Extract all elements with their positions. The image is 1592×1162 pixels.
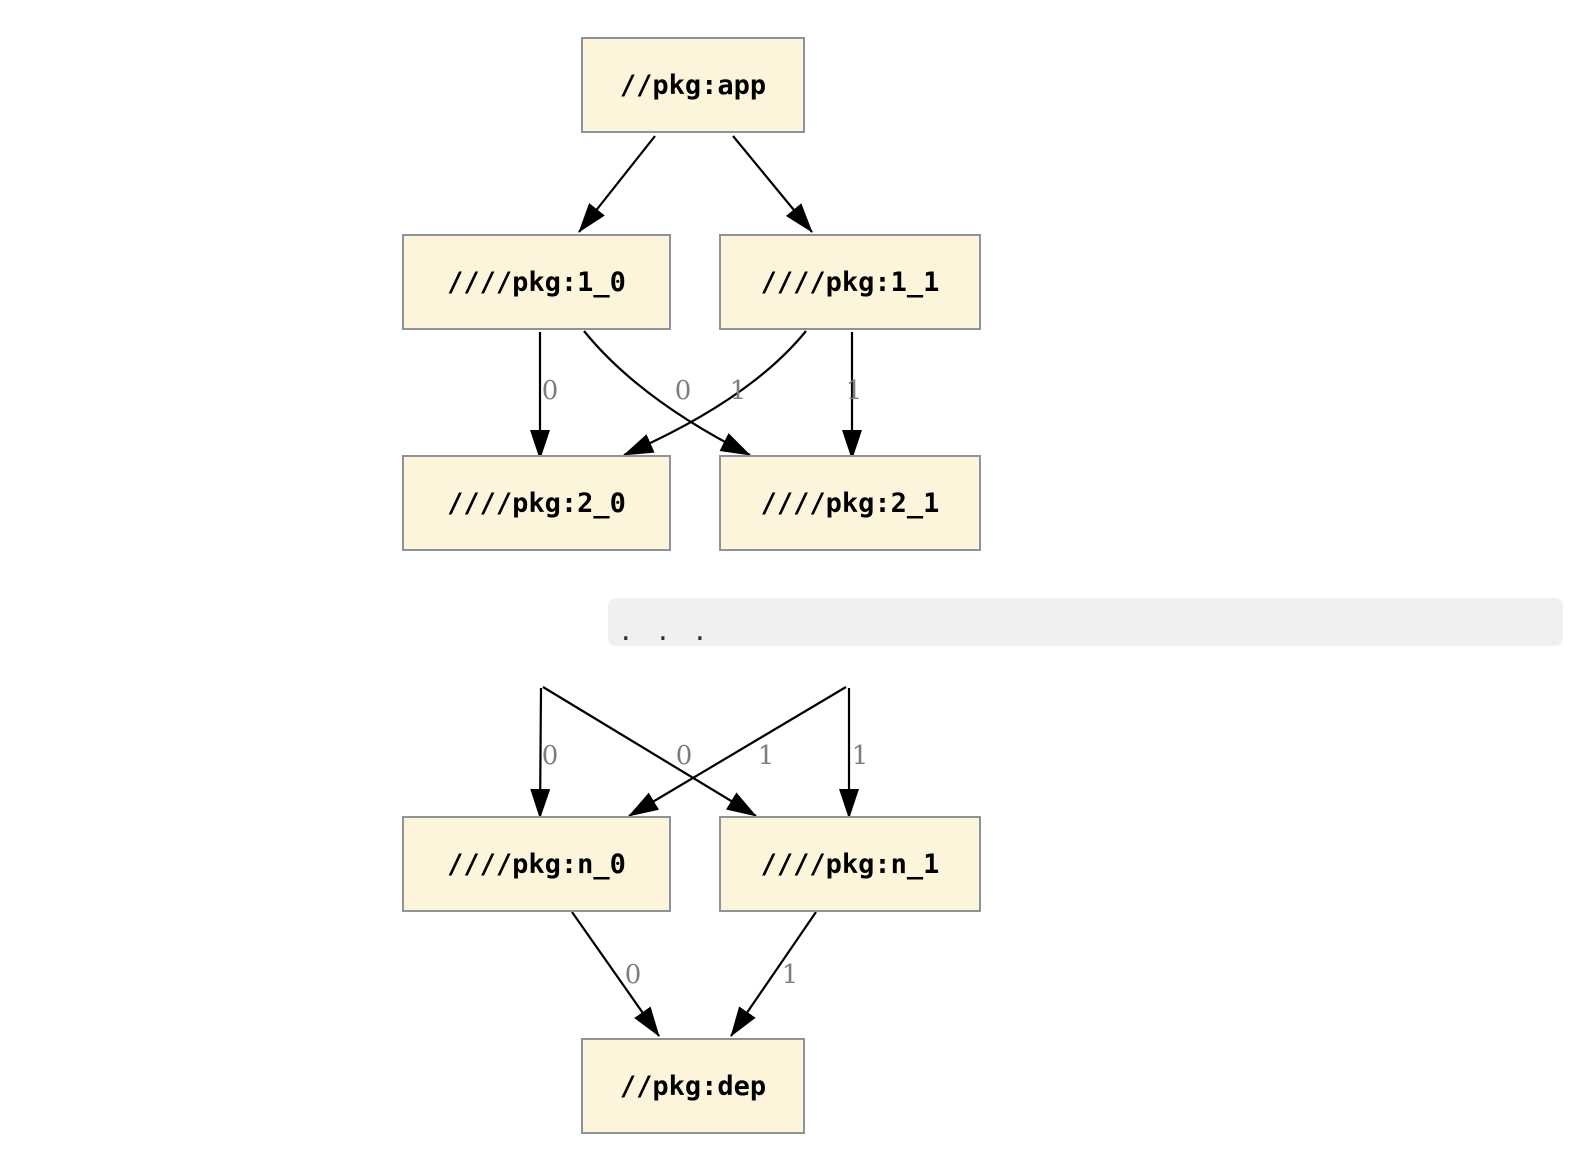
ellipsis-dots: . . . <box>621 613 714 648</box>
node-pkg-1_0: ////pkg:1_0 <box>402 234 671 330</box>
edge-app-to-1_0 <box>578 135 656 233</box>
edge-n_1-to-dep <box>730 911 817 1037</box>
node-pkg-n_1: ////pkg:n_1 <box>719 816 981 912</box>
node-pkg-n_0: ////pkg:n_0 <box>402 816 671 912</box>
edge-ellipsis-to-n_1-cross <box>542 686 757 817</box>
edge-app-to-1_1 <box>732 135 813 233</box>
edge-label-ellipsis-n_0-cross: 0 <box>675 741 693 771</box>
node-pkg-2_0: ////pkg:2_0 <box>402 455 671 551</box>
edge-n_0-to-dep <box>571 911 660 1037</box>
node-pkg-1_1: ////pkg:1_1 <box>719 234 981 330</box>
edge-1_0-to-2_1 <box>583 330 751 456</box>
node-pkg-dep: //pkg:dep <box>581 1038 805 1134</box>
node-pkg-2_1: ////pkg:2_1 <box>719 455 981 551</box>
edge-label-ellipsis-n_1-cross: 1 <box>757 741 775 771</box>
edge-label-n_0-dep: 0 <box>624 960 642 990</box>
ellipsis-band: . . . <box>608 598 1563 646</box>
edge-label-n_1-dep: 1 <box>781 960 799 990</box>
edge-label-ellipsis-n_0-straight: 0 <box>541 741 559 771</box>
edge-label-ellipsis-n_1-straight: 1 <box>851 741 869 771</box>
edge-1_1-to-2_0 <box>623 330 807 457</box>
edge-label-1_1-2_1: 1 <box>845 376 863 406</box>
edge-label-1_0-2_1: 1 <box>729 376 747 406</box>
edge-label-1_0-2_0: 0 <box>541 376 559 406</box>
node-pkg-app: //pkg:app <box>581 37 805 133</box>
edge-ellipsis-to-n_0-straight <box>530 687 551 819</box>
edge-label-1_1-2_0: 0 <box>674 376 692 406</box>
edge-ellipsis-to-n_0-cross <box>628 686 847 817</box>
